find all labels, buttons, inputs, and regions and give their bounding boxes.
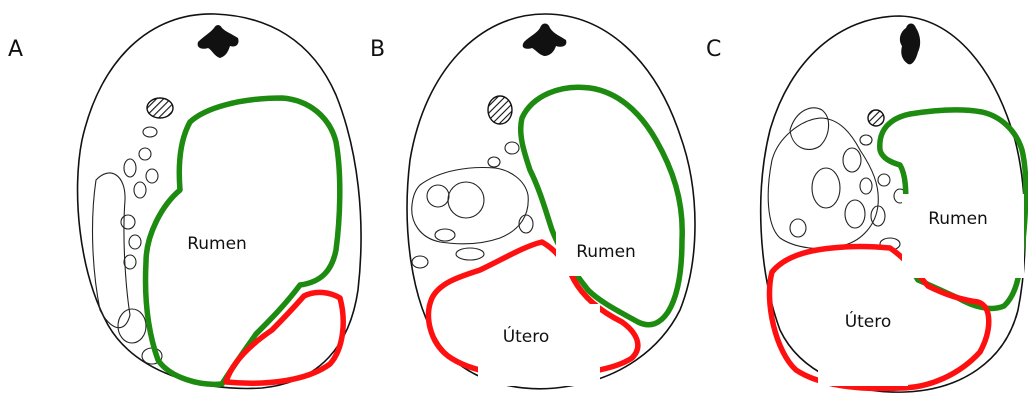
- loop-b5: [505, 142, 519, 154]
- hatched-organ-b: [488, 96, 512, 124]
- vertebra-c: [900, 24, 920, 65]
- loop-c4: [845, 200, 865, 228]
- label-box-utero-c: [818, 294, 908, 386]
- intestine-mass-c: [768, 118, 878, 249]
- loop-a8: [118, 309, 146, 343]
- loop-b6: [488, 157, 500, 167]
- label-rumen-a: Rumen: [187, 234, 247, 254]
- loop-a4: [146, 169, 158, 183]
- loop-b7: [412, 256, 428, 268]
- loop-b2: [427, 185, 449, 207]
- panel-c: C Rumen Útero: [706, 16, 1026, 392]
- intestine-mass-b: [412, 168, 529, 244]
- loop-c3: [843, 148, 861, 172]
- label-box-rumen-c: [902, 194, 1024, 278]
- panel-a: A Rumen: [8, 14, 361, 389]
- panel-letter-b: B: [370, 37, 385, 62]
- loop-a10: [143, 127, 157, 137]
- panel-letter-c: C: [706, 37, 721, 62]
- loop-b1: [448, 182, 484, 218]
- loop-c7: [878, 174, 890, 186]
- loop-a2: [139, 148, 151, 160]
- loop-b3: [435, 229, 455, 241]
- rumen-outline-b: [521, 87, 683, 325]
- label-rumen-b: Rumen: [576, 242, 636, 262]
- vertebra-a: [198, 25, 239, 58]
- loop-a1: [124, 159, 136, 177]
- hatched-organ-c: [868, 110, 884, 126]
- body-outline-a: [78, 14, 362, 389]
- loop-c5: [871, 206, 885, 226]
- loop-b8: [519, 215, 533, 233]
- loop-a3: [134, 182, 146, 198]
- label-rumen-c: Rumen: [928, 209, 988, 229]
- loop-c2: [812, 168, 840, 208]
- loop-c1: [790, 108, 829, 150]
- loop-c11: [790, 219, 806, 237]
- loop-a7: [124, 255, 136, 269]
- panel-b: B Rumen Útero: [370, 14, 695, 389]
- label-utero-c: Útero: [845, 310, 892, 332]
- hatched-organ-a: [147, 98, 173, 118]
- label-utero-b: Útero: [503, 325, 550, 347]
- panel-letter-a: A: [8, 37, 23, 62]
- loop-c10: [860, 135, 872, 145]
- loop-a5: [121, 215, 135, 229]
- loop-c6: [860, 178, 872, 194]
- loop-b4: [456, 248, 484, 260]
- vertebra-b: [523, 24, 567, 57]
- loop-a6: [129, 235, 141, 249]
